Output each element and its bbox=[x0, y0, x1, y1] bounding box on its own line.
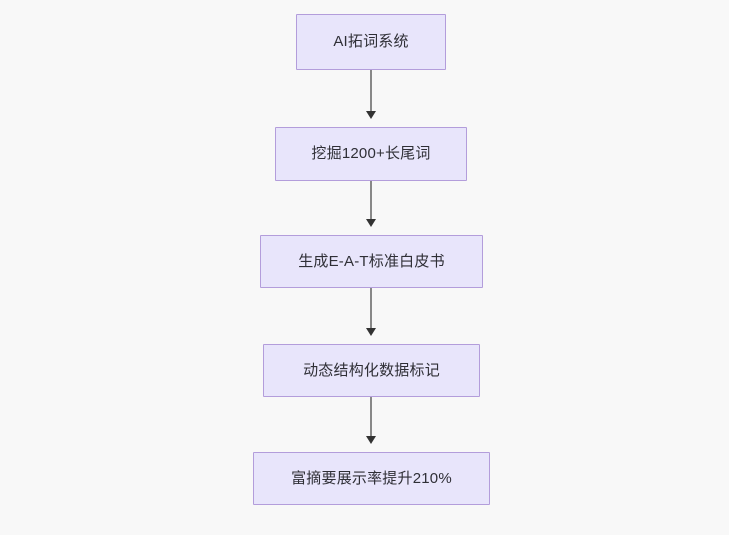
edge-line bbox=[370, 181, 372, 219]
flowchart-node-ai-keyword-system[interactable]: AI拓词系统 bbox=[296, 14, 446, 70]
edge-line bbox=[370, 288, 372, 328]
arrow-head-icon bbox=[366, 219, 376, 227]
flowchart-node-dynamic-structured-data-markup[interactable]: 动态结构化数据标记 bbox=[263, 344, 480, 397]
flowchart-node-label: 动态结构化数据标记 bbox=[303, 361, 440, 379]
edge-line bbox=[370, 397, 372, 436]
flowchart-node-label: AI拓词系统 bbox=[333, 33, 409, 50]
flowchart-node-label: 挖掘1200+长尾词 bbox=[311, 145, 431, 162]
edge-line bbox=[370, 70, 372, 111]
flowchart-node-mine-longtail-keywords[interactable]: 挖掘1200+长尾词 bbox=[275, 127, 467, 181]
arrow-head-icon bbox=[366, 111, 376, 119]
flowchart-node-label: 生成E-A-T标准白皮书 bbox=[298, 252, 445, 270]
flowchart-node-rich-snippet-impression-lift[interactable]: 富摘要展示率提升210% bbox=[253, 452, 490, 505]
flowchart-node-generate-eat-whitepaper[interactable]: 生成E-A-T标准白皮书 bbox=[260, 235, 483, 288]
arrow-head-icon bbox=[366, 328, 376, 336]
flowchart-node-label: 富摘要展示率提升210% bbox=[291, 469, 452, 487]
arrow-head-icon bbox=[366, 436, 376, 444]
